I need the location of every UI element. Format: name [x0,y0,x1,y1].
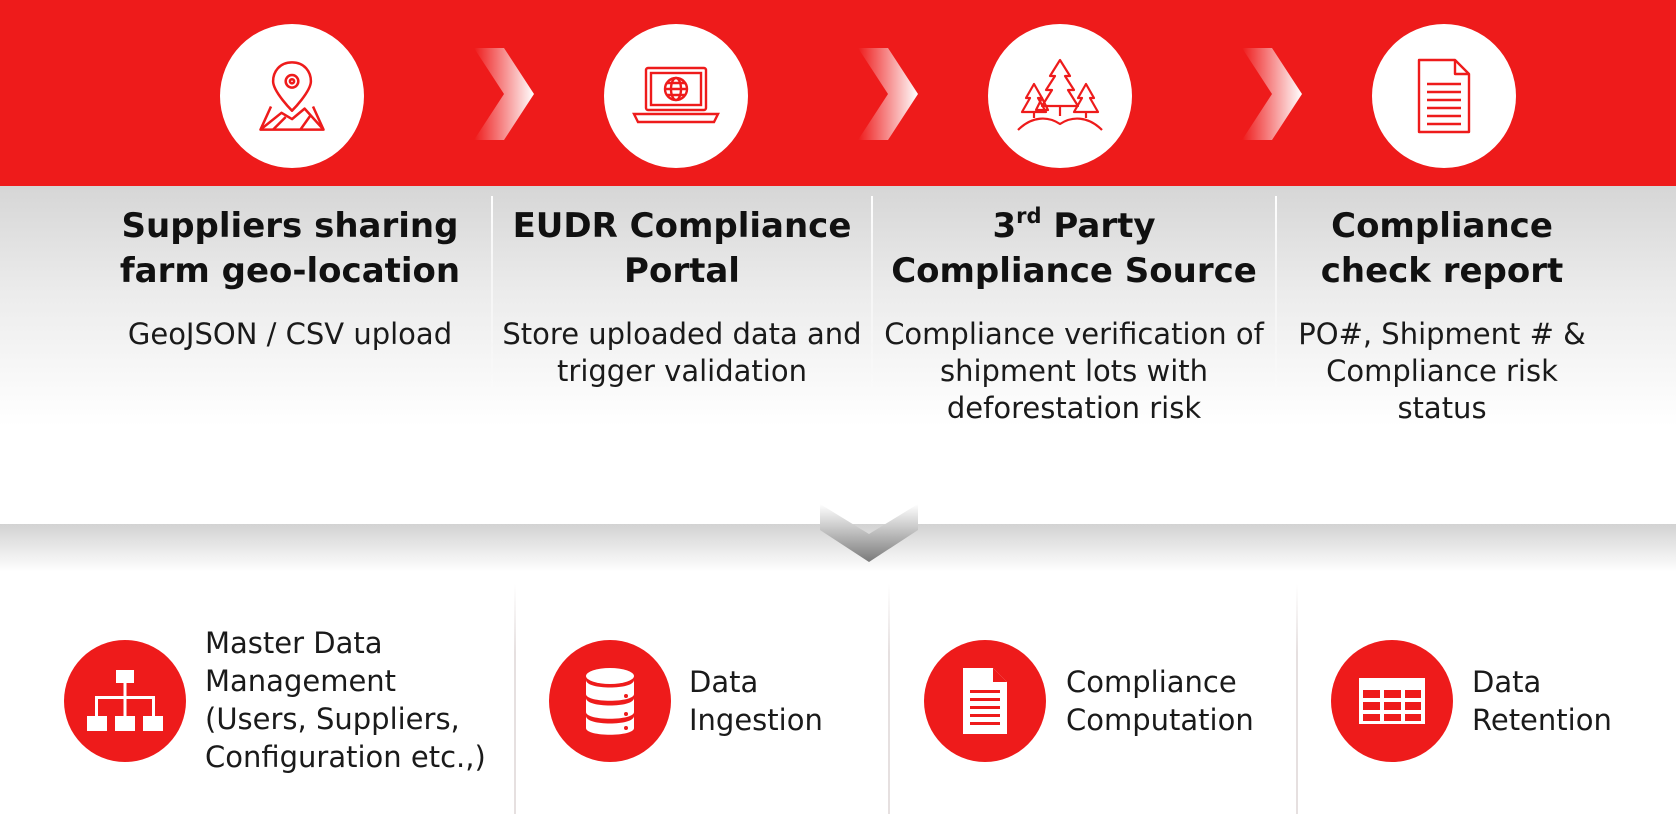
step-title-number: 3 [992,206,1017,246]
step-title: 3rd Party Compliance Source [877,204,1271,294]
step-description: Compliance verification of shipment lots… [884,317,1264,425]
divider [871,196,873,406]
chevron-right-icon [858,48,918,140]
forest-icon [1017,58,1103,131]
capability-3-icon-circle [924,640,1046,762]
divider [888,584,890,814]
capability-1-icon-circle [64,640,186,762]
step-2-icon-circle [604,24,748,168]
map-pin-icon [259,61,325,131]
step-title-line2: Compliance Source [891,251,1257,291]
divider [491,196,493,406]
divider [1275,196,1277,406]
step-suppliers: Suppliers sharing farm geo-location GeoJ… [105,204,475,353]
step-4-icon-circle [1372,24,1516,168]
step-1-icon-circle [220,24,364,168]
step-title: EUDR Compliance Portal [512,206,852,291]
step-report: Compliance check report PO#, Shipment # … [1285,204,1599,427]
document-icon [963,668,1007,734]
chevron-down-icon [820,504,918,562]
divider [514,584,516,814]
divider [1296,584,1298,814]
laptop-globe-icon [632,66,720,124]
step-portal: EUDR Compliance Portal Store uploaded da… [497,204,867,390]
steps-panel [0,186,1676,426]
step-third-party: 3rd Party Compliance Source Compliance v… [877,204,1271,427]
database-icon [586,668,634,735]
capability-label: Data Ingestion [689,665,823,737]
table-icon [1359,678,1425,724]
step-title: Suppliers sharing farm geo-location [119,206,461,291]
step-title: Compliance check report [1320,206,1564,291]
capability-label: Data Retention [1472,665,1612,737]
step-title-word: Party [1053,206,1156,246]
hierarchy-icon [87,670,163,731]
capability-label: Master Data Management (Users, Suppliers… [205,626,486,774]
capability-label: Compliance Computation [1066,665,1254,737]
document-icon [1417,58,1471,134]
step-description: GeoJSON / CSV upload [127,317,453,351]
capability-2-icon-circle [549,640,671,762]
step-description: Store uploaded data and trigger validati… [502,317,862,388]
step-title-ordinal: rd [1016,203,1042,228]
capability-4-icon-circle [1331,640,1453,762]
step-3-icon-circle [988,24,1132,168]
chevron-right-icon [1242,48,1302,140]
step-description: PO#, Shipment # & Compliance risk status [1298,317,1586,425]
chevron-right-icon [474,48,534,140]
